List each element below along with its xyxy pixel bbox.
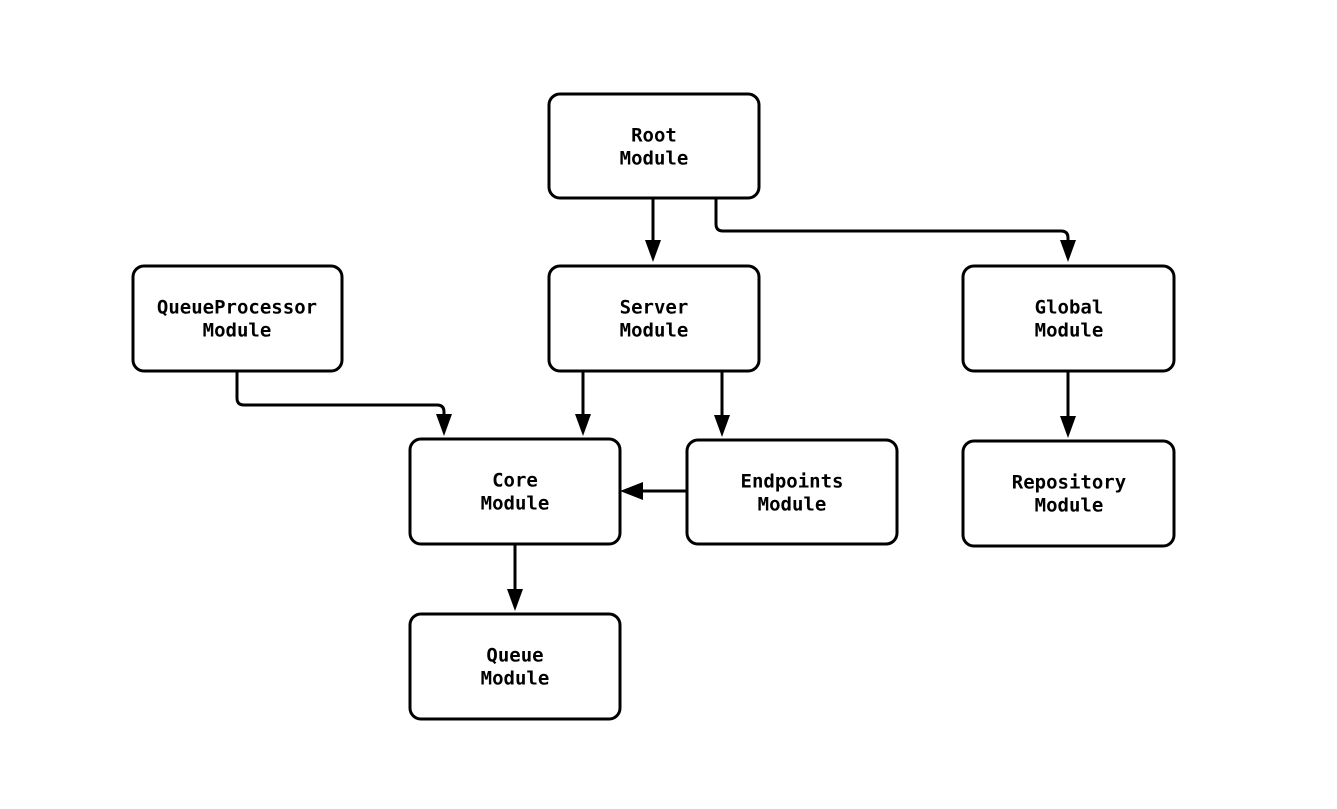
node-global-module-label-line1: Global xyxy=(1035,297,1104,319)
node-repository-module-label-line2: Module xyxy=(1035,495,1104,517)
edge-core-queue-arrowhead xyxy=(507,589,523,611)
node-repository-module-label-line1: Repository xyxy=(1012,472,1126,494)
edge-queueprocessor-core xyxy=(235,371,452,436)
node-global-module[interactable]: Global Module xyxy=(961,264,1176,373)
node-queueprocessor-module-label-line1: QueueProcessor xyxy=(157,297,317,319)
edge-root-server-arrowhead xyxy=(645,240,661,262)
node-global-module-label-line2: Module xyxy=(1035,320,1104,342)
node-server-module[interactable]: Server Module xyxy=(547,264,761,373)
edge-server-core-arrowhead xyxy=(575,414,591,436)
node-server-module-label-line1: Server xyxy=(620,297,689,319)
edge-root-global-line xyxy=(714,198,1070,244)
node-global-module-box[interactable] xyxy=(961,264,1176,373)
node-root-module-label-line2: Module xyxy=(620,148,689,170)
node-server-module-label-line2: Module xyxy=(620,320,689,342)
node-repository-module[interactable]: Repository Module xyxy=(961,439,1176,548)
node-core-module-label-line1: Core xyxy=(492,470,538,492)
edge-server-endpoints xyxy=(714,371,730,437)
edge-root-global xyxy=(714,198,1076,262)
node-root-module-box[interactable] xyxy=(547,92,761,200)
node-queue-module-box[interactable] xyxy=(408,612,622,721)
node-core-module-box[interactable] xyxy=(408,437,622,546)
edge-endpoints-core-arrowhead xyxy=(620,482,643,500)
edge-queueprocessor-core-line xyxy=(235,371,446,418)
node-endpoints-module[interactable]: Endpoints Module xyxy=(685,438,899,546)
edge-global-repository xyxy=(1060,371,1076,438)
edge-server-core xyxy=(575,371,591,436)
node-core-module[interactable]: Core Module xyxy=(408,437,622,546)
edge-queueprocessor-core-arrowhead xyxy=(436,414,452,436)
node-endpoints-module-box[interactable] xyxy=(685,438,899,546)
node-root-module-label-line1: Root xyxy=(631,125,677,147)
node-queueprocessor-module[interactable]: QueueProcessor Module xyxy=(131,264,344,373)
edge-root-global-arrowhead xyxy=(1060,240,1076,262)
node-queue-module[interactable]: Queue Module xyxy=(408,612,622,721)
node-repository-module-box[interactable] xyxy=(961,439,1176,548)
edge-endpoints-core xyxy=(620,482,687,500)
nodes-layer: Root Module QueueProcessor Module Server… xyxy=(131,92,1176,721)
node-queueprocessor-module-box[interactable] xyxy=(131,264,344,373)
edge-global-repository-arrowhead xyxy=(1060,416,1076,438)
node-core-module-label-line2: Module xyxy=(481,493,550,515)
node-queueprocessor-module-label-line2: Module xyxy=(203,320,272,342)
node-server-module-box[interactable] xyxy=(547,264,761,373)
edge-root-server xyxy=(645,198,661,262)
node-root-module[interactable]: Root Module xyxy=(547,92,761,200)
edges-layer xyxy=(235,198,1076,611)
edge-core-queue xyxy=(507,544,523,611)
node-endpoints-module-label-line2: Module xyxy=(758,494,827,516)
node-endpoints-module-label-line1: Endpoints xyxy=(741,471,844,493)
edge-server-endpoints-arrowhead xyxy=(714,415,730,437)
node-queue-module-label-line2: Module xyxy=(481,668,550,690)
node-queue-module-label-line1: Queue xyxy=(486,645,543,667)
